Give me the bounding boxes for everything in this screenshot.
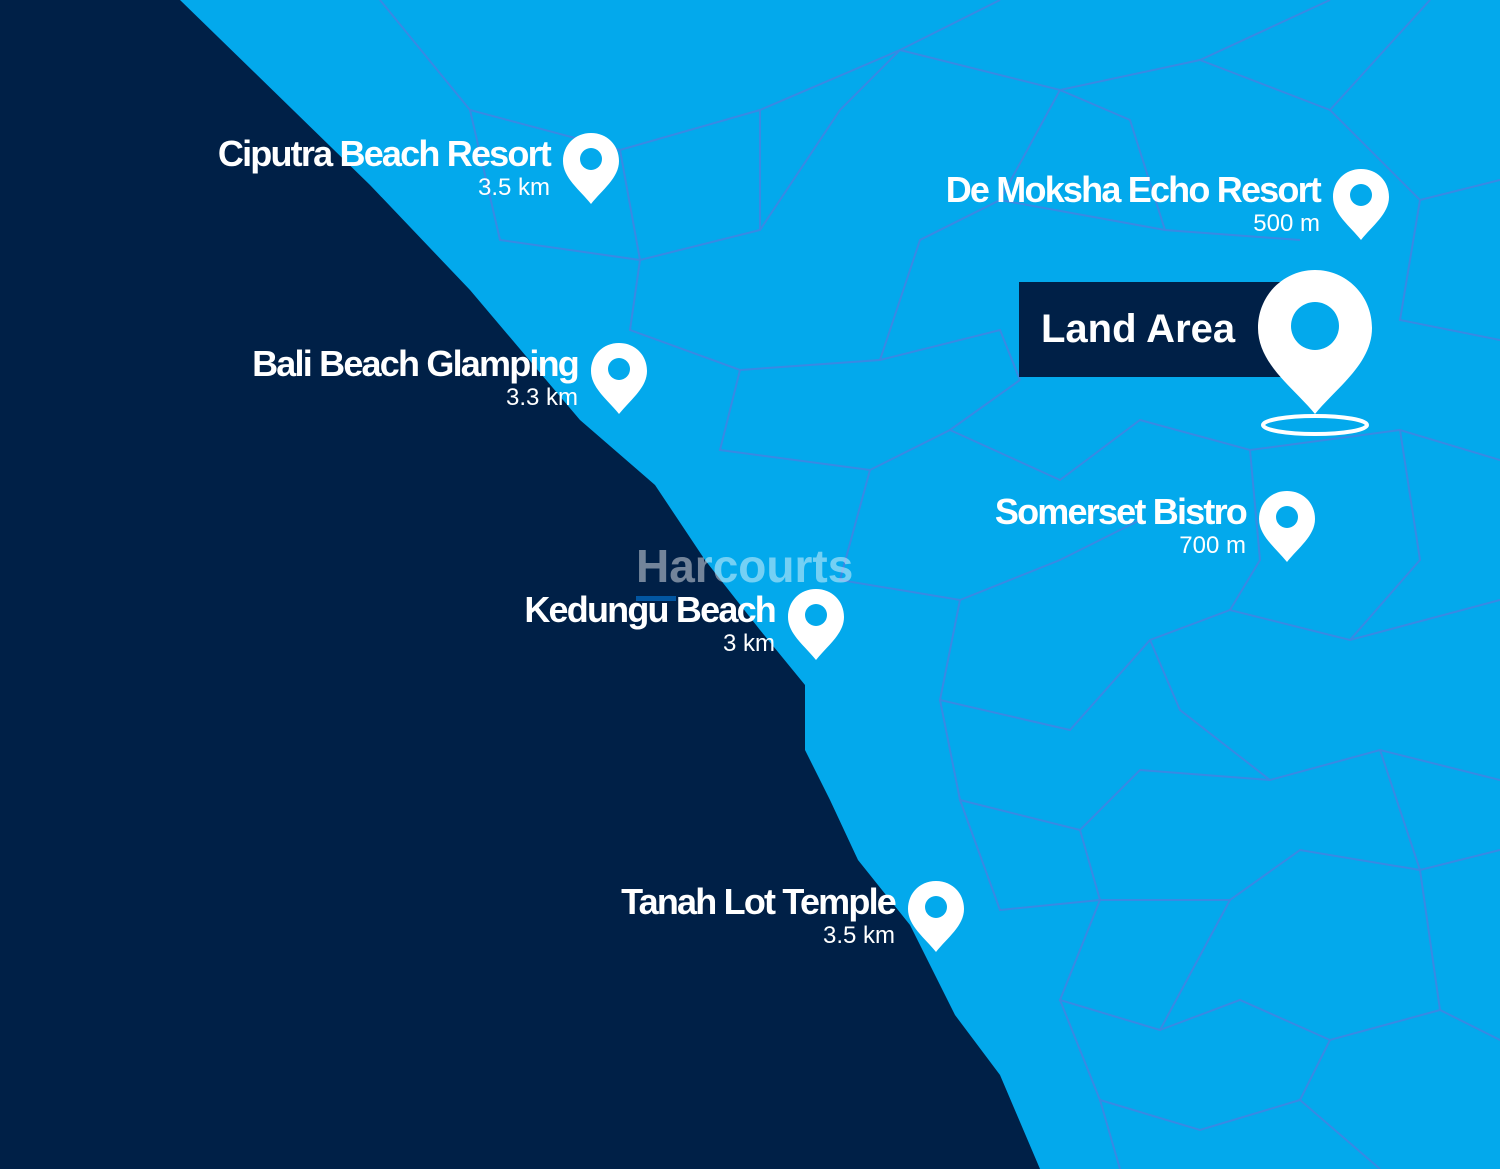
poi-name: De Moksha Echo Resort [945, 169, 1322, 210]
poi-distance: 3 km [722, 630, 775, 657]
poi-distance: 700 m [1179, 532, 1246, 559]
location-pin-icon[interactable] [1332, 168, 1390, 242]
poi-name: Somerset Bistro [994, 491, 1248, 532]
road-network [379, 0, 1500, 1169]
poi-ciputra-beach-resort[interactable]: Ciputra Beach Resort 3.5 km [200, 132, 620, 212]
poi-name: Kedungu Beach [524, 589, 776, 630]
watermark: Harcourts [636, 540, 854, 601]
sea-area [0, 0, 1040, 1169]
poi-distance: 3.5 km [822, 922, 895, 949]
poi-bali-beach-glamping[interactable]: Bali Beach Glamping 3.3 km [230, 342, 648, 422]
location-pin-icon[interactable] [907, 880, 965, 954]
land-area-label: Land Area [1019, 282, 1297, 377]
land-area-text: Land Area [1041, 307, 1236, 351]
poi-distance: 500 m [1253, 210, 1320, 237]
poi-kedungu-beach[interactable]: Kedungu Beach 3 km [500, 588, 845, 668]
poi-name: Ciputra Beach Resort [217, 133, 552, 174]
location-pin-icon[interactable] [562, 132, 620, 206]
poi-name: Tanah Lot Temple [621, 881, 897, 922]
poi-name: Bali Beach Glamping [252, 343, 580, 384]
watermark-bar [636, 596, 676, 601]
poi-distance: 3.3 km [505, 384, 578, 411]
poi-somerset-bistro[interactable]: Somerset Bistro 700 m [960, 490, 1316, 570]
location-pin-icon[interactable] [1258, 490, 1316, 564]
poi-distance: 3.5 km [477, 174, 550, 201]
land-area-pin-icon[interactable] [1256, 268, 1374, 440]
poi-tanah-lot-temple[interactable]: Tanah Lot Temple 3.5 km [590, 880, 965, 960]
location-pin-icon[interactable] [590, 342, 648, 416]
watermark-text: Harcourts [636, 540, 854, 592]
location-pin-icon[interactable] [787, 588, 845, 662]
poi-de-moksha-echo-resort[interactable]: De Moksha Echo Resort 500 m [930, 168, 1390, 248]
